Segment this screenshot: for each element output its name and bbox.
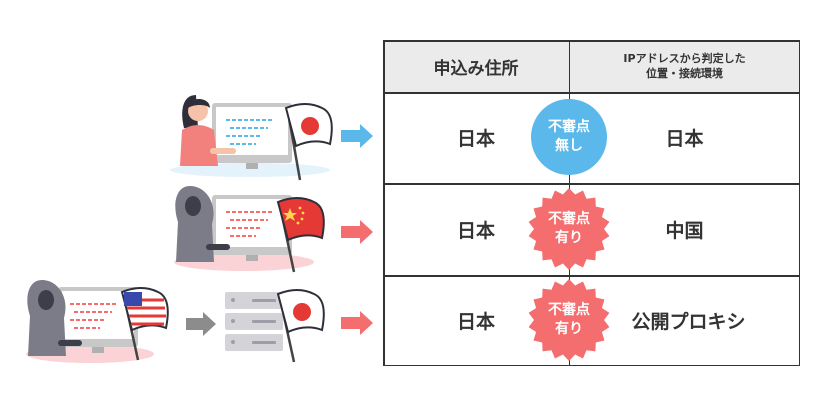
row2-address-text: 日本	[456, 219, 495, 242]
header-address-label: 申込み住所	[433, 58, 519, 79]
badge-burst-shape	[528, 279, 610, 361]
row3-ip-location-text: 公開プロキシ	[631, 311, 746, 333]
status-badge-alert: 不審点 有り	[527, 187, 611, 271]
illustration-area	[26, 95, 373, 363]
row2-illustration	[174, 186, 373, 273]
comparison-table: 申込み住所 IPアドレスから判定した 位置・接続環境 日本 日本 日本 中国 日…	[383, 40, 800, 366]
row3-ip-location: 公開プロキシ	[569, 275, 800, 366]
person-icon	[180, 95, 236, 166]
status-badge-ok: 不審点 無し	[529, 97, 609, 177]
status-badge-line2: 有り	[555, 230, 583, 246]
header-ip-location: IPアドレスから判定した 位置・接続環境	[569, 40, 800, 92]
arrow-right-icon	[341, 311, 373, 335]
badge-circle-shape	[531, 99, 607, 175]
japan-flag-icon	[284, 103, 333, 181]
badge-burst-shape	[528, 188, 610, 270]
table-divider	[383, 183, 800, 185]
header-ip-location-line2: 位置・接続環境	[646, 67, 723, 80]
status-badge-line1: 不審点	[548, 302, 590, 318]
table-border-right	[798, 40, 800, 366]
table-border-left	[383, 40, 385, 366]
status-badge-line2: 有り	[555, 321, 583, 337]
status-badge-line2: 無し	[555, 138, 583, 154]
arrow-right-icon	[341, 124, 373, 148]
row3-address: 日本	[383, 275, 569, 366]
row1-ip-location: 日本	[569, 92, 800, 183]
row3-address-text: 日本	[456, 311, 495, 333]
row1-address-text: 日本	[456, 128, 495, 150]
arrow-right-icon	[341, 220, 373, 244]
row2-ip-location-text: 中国	[665, 219, 704, 242]
proxy-server-icon	[225, 292, 283, 351]
japan-flag-icon	[276, 289, 325, 363]
usa-flag-icon	[120, 287, 169, 361]
row1-illustration	[170, 95, 373, 181]
computer-monitor-icon	[58, 287, 138, 353]
table-divider	[383, 92, 800, 94]
status-badge-line1: 不審点	[548, 119, 590, 135]
hooded-person-icon	[27, 280, 82, 356]
header-ip-location-line1: IPアドレスから判定した	[623, 52, 746, 65]
header-address: 申込み住所	[383, 40, 569, 92]
china-flag-icon	[276, 197, 325, 273]
status-badge-alert: 不審点 有り	[527, 278, 611, 362]
row1-ip-location-text: 日本	[665, 128, 704, 150]
table-border-top	[383, 40, 800, 42]
row1-address: 日本	[383, 92, 569, 183]
row2-address: 日本	[383, 183, 569, 275]
row2-ip-location: 中国	[569, 183, 800, 275]
row3-illustration	[26, 280, 373, 363]
hooded-person-icon	[175, 186, 230, 262]
computer-monitor-icon	[212, 195, 292, 261]
table-divider	[383, 275, 800, 277]
arrow-right-icon	[186, 312, 216, 336]
status-badge-line1: 不審点	[548, 211, 590, 227]
table-border-bottom	[383, 364, 800, 366]
computer-monitor-icon	[212, 103, 292, 169]
